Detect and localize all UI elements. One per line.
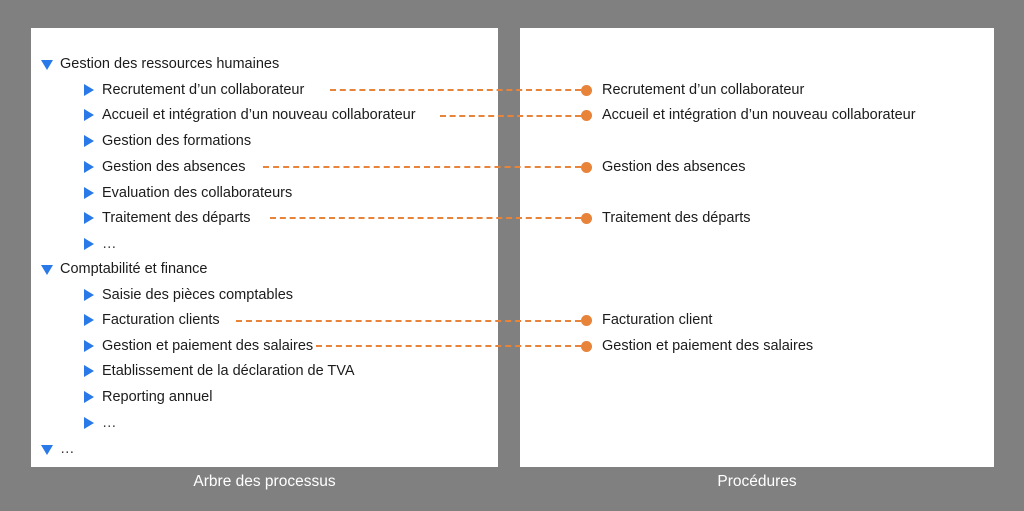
- bullet-dot-icon: [581, 314, 592, 326]
- tree-node-label: Evaluation des collaborateurs: [102, 184, 293, 201]
- procedures-panel: [520, 28, 994, 467]
- tree-node[interactable]: Reporting annuel: [31, 386, 212, 408]
- tree-node-label: Saisie des pièces comptables: [102, 286, 294, 303]
- tree-node-label: Gestion des formations: [102, 132, 252, 149]
- procedure-item[interactable]: Traitement des départs: [581, 207, 751, 229]
- tree-node[interactable]: Gestion des ressources humaines: [31, 53, 279, 75]
- bullet-dot-icon: [581, 84, 592, 96]
- tree-node[interactable]: Etablissement de la déclaration de TVA: [31, 360, 355, 382]
- triangle-right-icon[interactable]: [84, 187, 94, 199]
- bullet-dot-icon: [581, 161, 592, 173]
- procedure-item[interactable]: Recrutement d’un collaborateur: [581, 79, 804, 101]
- triangle-right-icon[interactable]: [84, 340, 94, 352]
- triangle-right-icon[interactable]: [84, 417, 94, 429]
- tree-node[interactable]: Traitement des départs: [31, 207, 251, 229]
- triangle-down-icon[interactable]: [41, 445, 53, 455]
- procedure-item[interactable]: Gestion et paiement des salaires: [581, 335, 813, 357]
- process-tree-caption: Arbre des processus: [193, 473, 336, 490]
- tree-node[interactable]: Accueil et intégration d’un nouveau coll…: [31, 104, 416, 126]
- procedure-item-label: Gestion des absences: [602, 158, 746, 175]
- triangle-right-icon[interactable]: [84, 365, 94, 377]
- bullet-dot-icon: [581, 340, 592, 352]
- tree-node[interactable]: Saisie des pièces comptables: [31, 284, 293, 306]
- tree-node-label: …: [102, 414, 118, 431]
- triangle-right-icon[interactable]: [84, 212, 94, 224]
- tree-node-label: Gestion des ressources humaines: [60, 55, 280, 72]
- tree-node-label: Accueil et intégration d’un nouveau coll…: [102, 106, 416, 123]
- tree-node-label: Facturation clients: [102, 311, 220, 328]
- tree-node[interactable]: …: [31, 233, 118, 255]
- tree-node-label: Gestion des absences: [102, 158, 246, 175]
- triangle-down-icon[interactable]: [41, 265, 53, 275]
- triangle-right-icon[interactable]: [84, 391, 94, 403]
- tree-node[interactable]: …: [31, 438, 76, 460]
- tree-node[interactable]: Gestion et paiement des salaires: [31, 335, 313, 357]
- triangle-right-icon[interactable]: [84, 289, 94, 301]
- triangle-right-icon[interactable]: [84, 161, 94, 173]
- procedures-caption: Procédures: [717, 473, 797, 490]
- procedure-item-label: Traitement des départs: [602, 209, 751, 226]
- tree-node[interactable]: Gestion des formations: [31, 130, 251, 152]
- tree-node[interactable]: Comptabilité et finance: [31, 258, 208, 280]
- tree-node[interactable]: Evaluation des collaborateurs: [31, 182, 292, 204]
- procedure-item[interactable]: Accueil et intégration d’un nouveau coll…: [581, 104, 916, 126]
- tree-node-label: …: [60, 440, 76, 457]
- tree-node[interactable]: Gestion des absences: [31, 156, 245, 178]
- tree-node-label: Etablissement de la déclaration de TVA: [102, 362, 355, 379]
- procedure-item[interactable]: Facturation client: [581, 309, 712, 331]
- bullet-dot-icon: [581, 109, 592, 121]
- tree-node-label: …: [102, 235, 118, 252]
- tree-node[interactable]: Facturation clients: [31, 309, 220, 331]
- tree-node-label: Recrutement d’un collaborateur: [102, 81, 305, 98]
- tree-node-label: Gestion et paiement des salaires: [102, 337, 314, 354]
- triangle-right-icon[interactable]: [84, 84, 94, 96]
- procedure-item[interactable]: Gestion des absences: [581, 156, 745, 178]
- tree-node-label: Traitement des départs: [102, 209, 251, 226]
- tree-node-label: Reporting annuel: [102, 388, 213, 405]
- triangle-down-icon[interactable]: [41, 60, 53, 70]
- triangle-right-icon[interactable]: [84, 135, 94, 147]
- procedure-item-label: Accueil et intégration d’un nouveau coll…: [602, 106, 916, 123]
- triangle-right-icon[interactable]: [84, 314, 94, 326]
- triangle-right-icon[interactable]: [84, 238, 94, 250]
- tree-node[interactable]: Recrutement d’un collaborateur: [31, 79, 304, 101]
- procedure-item-label: Gestion et paiement des salaires: [602, 337, 814, 354]
- tree-node-label: Comptabilité et finance: [60, 260, 208, 277]
- bullet-dot-icon: [581, 212, 592, 224]
- procedure-item-label: Facturation client: [602, 311, 713, 328]
- procedure-item-label: Recrutement d’un collaborateur: [602, 81, 805, 98]
- tree-node[interactable]: …: [31, 412, 118, 434]
- triangle-right-icon[interactable]: [84, 109, 94, 121]
